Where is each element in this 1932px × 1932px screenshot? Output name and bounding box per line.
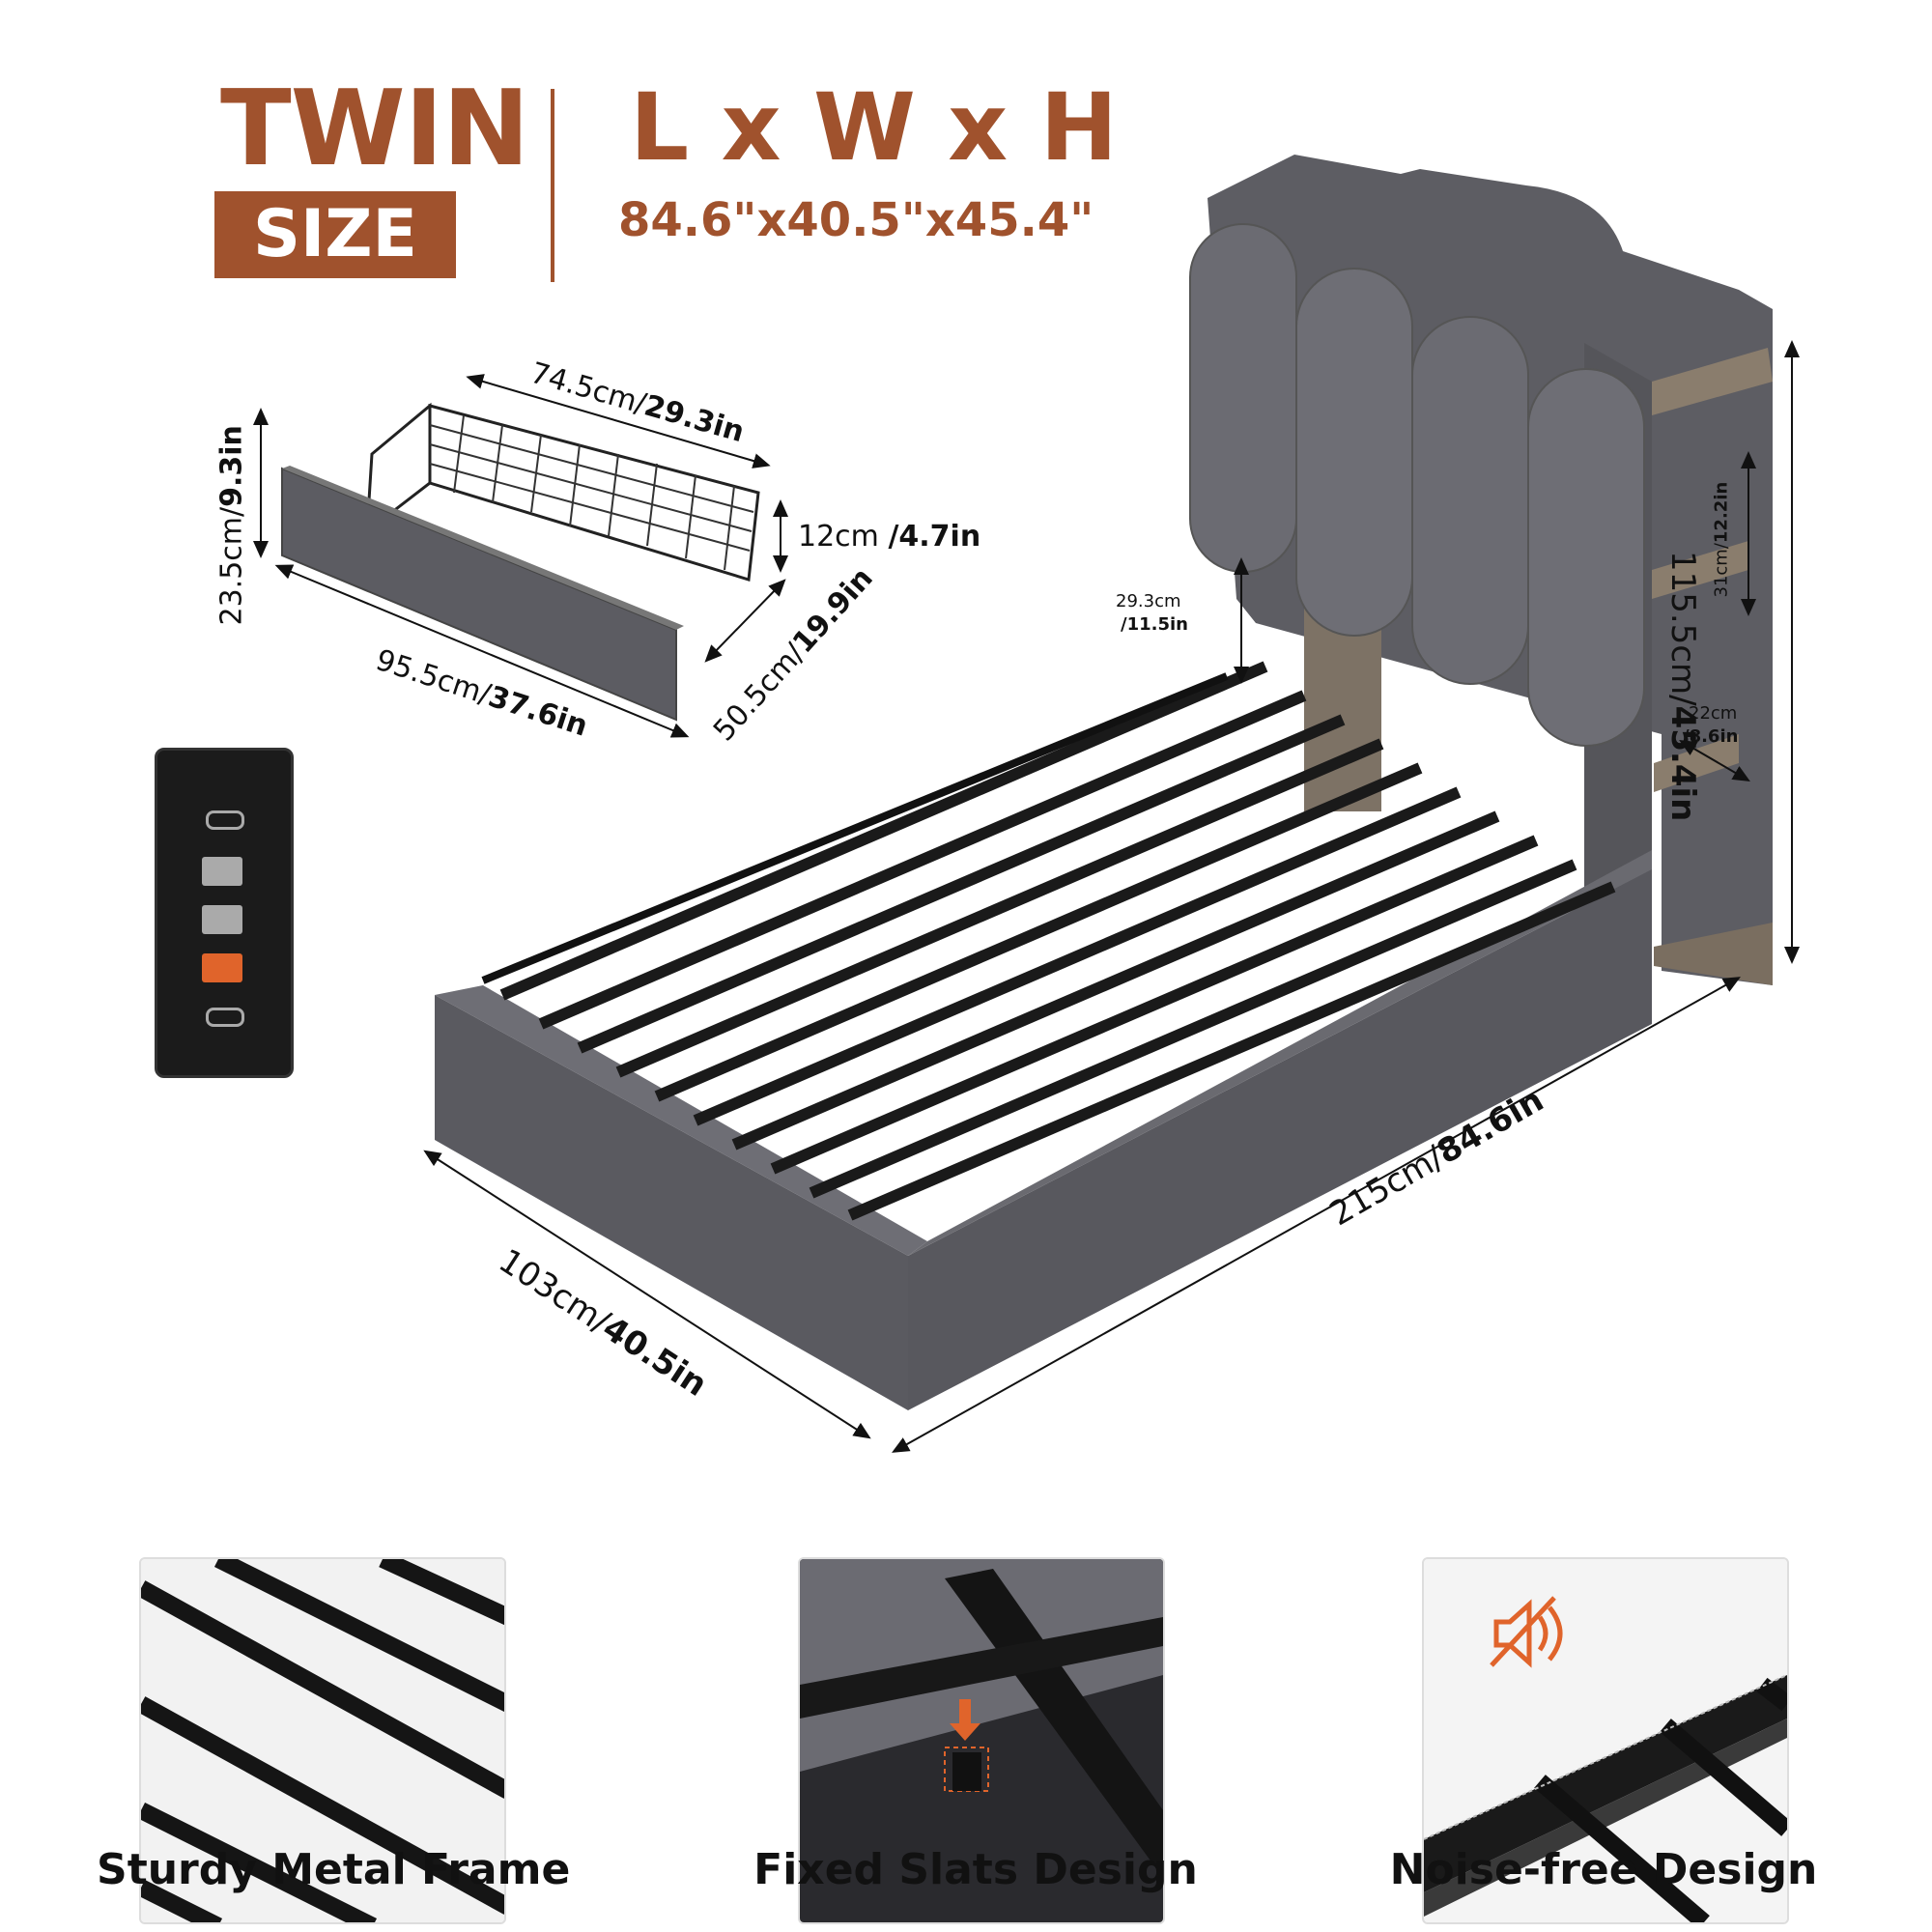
usb-c-port-icon xyxy=(206,810,244,830)
feature-image-noise-free xyxy=(1422,1557,1789,1924)
bed-illustration xyxy=(253,155,1800,1453)
usb-a-fast-charge-port-icon xyxy=(202,953,242,982)
headboard-gap-in-label: /11.5in xyxy=(1121,614,1188,635)
headboard-gap-cm-label: 29.3cm xyxy=(1116,591,1181,611)
size-badge xyxy=(214,191,456,278)
usb-a-port-icon xyxy=(202,857,242,886)
feature-label-fixed-slats: Fixed Slats Design xyxy=(753,1845,1198,1894)
title-size: SIZE xyxy=(252,196,418,272)
usb-charging-panel xyxy=(155,748,294,1078)
shelf-depth-in-label: /8.6in xyxy=(1683,726,1739,747)
feature-label-noise-free: Noise-free Design xyxy=(1389,1845,1818,1894)
drawer-illustration xyxy=(253,374,788,738)
shelf-depth-cm-label: 22cm xyxy=(1689,703,1738,724)
feature-image-metal-frame xyxy=(139,1557,506,1924)
arrow-down-icon xyxy=(950,1699,980,1741)
drawer-height-label: 23.5cm/9.3in xyxy=(214,425,249,626)
shelf-height-label: 31cm/12.2in xyxy=(1711,481,1732,598)
feature-image-fixed-slats xyxy=(798,1557,1165,1924)
bed-frame xyxy=(423,155,1800,1453)
feature-label-metal-frame: Sturdy Metal Frame xyxy=(97,1845,571,1894)
total-height-label: 115.5cm/45.4in xyxy=(1663,551,1702,822)
mute-icon xyxy=(1490,1596,1563,1668)
usb-c-port-icon xyxy=(206,1008,244,1027)
title-twin: TWIN xyxy=(220,69,529,189)
usb-a-port-icon xyxy=(202,905,242,934)
title-lwh: L x W x H xyxy=(630,73,1118,182)
basket-height-label: 12cm /4.7in xyxy=(798,520,981,554)
title-dimensions: 84.6"x40.5"x45.4" xyxy=(618,193,1094,247)
title-divider xyxy=(551,89,554,282)
